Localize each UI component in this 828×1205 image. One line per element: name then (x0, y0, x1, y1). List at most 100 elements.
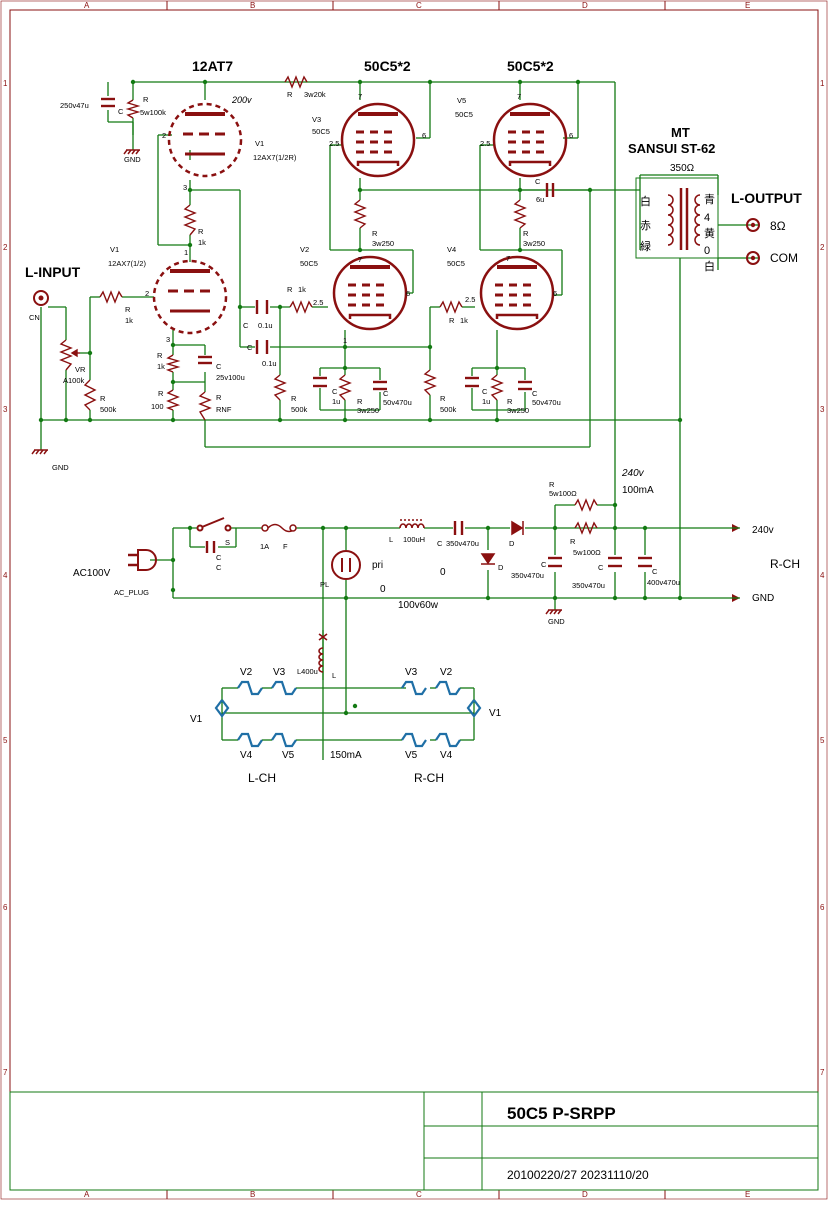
label: RNF (216, 405, 232, 414)
row-marker-right: 7 (820, 1068, 825, 1077)
row-marker-right: 2 (820, 243, 825, 252)
label: C (216, 553, 222, 562)
label: 1 (343, 336, 347, 345)
heater-v5-right (401, 732, 427, 748)
label: V1 (110, 245, 119, 254)
label: D (498, 563, 504, 572)
row-markers: 1 2 3 4 5 6 7 1 2 3 4 5 6 7 (3, 79, 825, 1077)
label: 400v470u (647, 578, 680, 587)
label: 2.5 (313, 298, 323, 307)
ground-symbols (31, 149, 562, 615)
label: 100 (151, 402, 164, 411)
resistor-3w20k (284, 75, 308, 89)
label: 6 (406, 289, 410, 298)
label: AC_PLUG (114, 588, 149, 597)
label: R (440, 394, 446, 403)
resistor-5w100k (125, 99, 141, 119)
capacitor-switch (205, 541, 216, 553)
row-marker-left: 3 (3, 405, 8, 414)
col-marker-top: D (582, 1, 588, 10)
row-marker-right: 1 (820, 79, 825, 88)
pilot-lamp-icon (331, 550, 361, 580)
col-marker-top: E (745, 1, 750, 10)
label: R (523, 229, 529, 238)
row-marker-right: 3 (820, 405, 825, 414)
capacitor-0.1u-a (255, 300, 269, 314)
capacitor-1u-b (465, 376, 479, 388)
capacitor-50v470u-a (373, 380, 387, 391)
label: R (125, 305, 131, 314)
col-marker-bottom: B (250, 1190, 255, 1199)
label: 350v470u (511, 571, 544, 580)
tube-v4 (479, 255, 555, 331)
label: 50C5 (455, 110, 473, 119)
label: V2 (240, 667, 253, 678)
capacitor-350v470u-a (453, 521, 464, 535)
label: R (287, 90, 293, 99)
label: 3w20k (304, 90, 326, 99)
capacitor-50v470u-b (518, 380, 532, 391)
label: L (389, 535, 393, 544)
wires (40, 81, 758, 760)
heater-v1-left (214, 699, 230, 718)
ground-icon (31, 449, 48, 455)
resistor-100 (165, 389, 181, 411)
label: 0 (704, 245, 710, 257)
label: V3 (273, 667, 286, 678)
label: 白 (704, 259, 715, 273)
label: 2.5 (465, 295, 475, 304)
label: C (383, 389, 389, 398)
tube-v1-bottom (152, 259, 228, 335)
label: 250v47u (60, 101, 89, 110)
label: V3 (405, 667, 418, 678)
tube-v3 (340, 102, 416, 178)
resistor-5w100-b (574, 521, 598, 535)
label: R (157, 351, 163, 360)
label: V2 (440, 667, 453, 678)
label: 2.5 (329, 139, 339, 148)
resistor-1k-g4 (439, 300, 463, 314)
capacitor-350v470u-b (548, 556, 562, 568)
label: 0 (380, 584, 386, 595)
label: R (372, 229, 378, 238)
label: V4 (440, 750, 453, 761)
title-block: 50C5 P-SRPP 20100220/27 20231110/20 (9, 1091, 819, 1191)
label: R-CH (414, 771, 444, 785)
label: 50C5 (300, 259, 318, 268)
label: 赤 (640, 219, 651, 232)
fuse-icon (261, 523, 297, 533)
label: R (549, 480, 555, 489)
col-marker-top: C (416, 1, 422, 10)
label: 1u (482, 397, 490, 406)
output-terminal-icon (746, 218, 760, 232)
label: C (482, 387, 488, 396)
label: C (541, 560, 547, 569)
drawing-title: 50C5 P-SRPP (507, 1104, 616, 1123)
label: C (243, 321, 249, 330)
label: 25v100u (216, 373, 245, 382)
label: V1 (190, 714, 203, 725)
label: 50v470u (532, 398, 561, 407)
label: A100k (63, 376, 85, 385)
label: 6 (553, 289, 557, 298)
label: 100v60w (398, 600, 439, 611)
col-marker-bottom: A (84, 1190, 90, 1199)
power-switch-icon (196, 517, 232, 532)
label: D (509, 539, 515, 548)
output-8ohm: 8Ω (770, 219, 786, 233)
com-terminal-icon (746, 251, 760, 265)
output-title: L-OUTPUT (731, 190, 802, 206)
column-markers: A B C D E A B C D E (84, 1, 750, 1199)
ground-icon (123, 149, 140, 155)
label: 3 (166, 335, 170, 344)
label: 2 (145, 289, 149, 298)
label: 1u (332, 397, 340, 406)
label: 50v470u (383, 398, 412, 407)
label: R (291, 394, 297, 403)
capacitor-350v470u-c (608, 556, 622, 568)
label: 6 (569, 131, 573, 140)
label: 3w250 (523, 239, 545, 248)
label: 0.1u (258, 321, 273, 330)
input-jack-icon (33, 290, 49, 306)
transformer-impedance: 350Ω (670, 163, 695, 174)
